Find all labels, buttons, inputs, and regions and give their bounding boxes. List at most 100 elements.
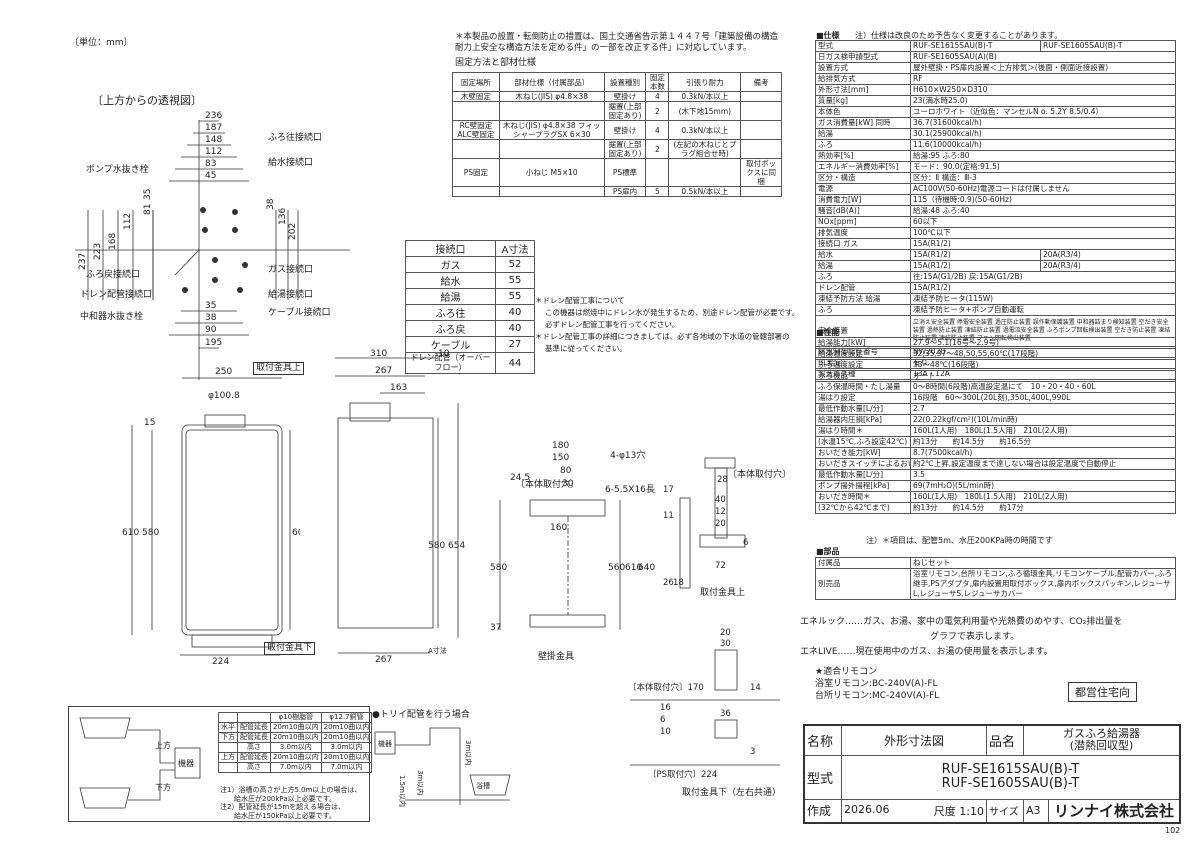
fix-cell: PS扉内	[603, 186, 647, 197]
top-view-dim: 38	[205, 313, 217, 323]
parts-value: ねじセット	[910, 557, 1176, 569]
perf-label: ふろ保温時間・たし湯量	[815, 381, 911, 393]
fix-header: 引張り耐力	[668, 72, 742, 92]
perf-value: オート	[910, 370, 1176, 382]
pipe-notes: 注1）浴槽の高さが上方5.0m以上の場合は、 給水圧が200kPa以上必要です。…	[220, 786, 361, 820]
pipe-label-up: 上方	[155, 740, 171, 750]
ub-dim-26: 26	[663, 578, 674, 588]
spec-value: 15A(R1/2)	[910, 249, 1041, 261]
perf-row: 給湯器内圧損[kPa]22(0.22kgf/cm²)(10L/min時)	[815, 414, 1176, 426]
pipe-cell: 20m10曲以内	[270, 752, 322, 763]
fixing-table: 固定場所部材仕様（付属部品）設置種別固定本数引張り耐力備考木壁固定木ねじ(JIS…	[452, 72, 782, 197]
front-dim-608: 608	[292, 528, 300, 538]
fix-cell	[498, 139, 605, 159]
bracket-dim-580: 580	[490, 563, 507, 573]
spec-value: ユーロホワイト（近似色：マンセルN o. 5.2Y 8.5/0.4）	[910, 106, 1176, 118]
side-dim-267b: 267	[375, 655, 392, 665]
label-water-in: 給水接続口	[268, 158, 314, 168]
side-dim-580: 580	[428, 541, 445, 551]
fix-cell: 0.3kN/本以上	[668, 120, 742, 140]
pipe-note-line: 給水圧が200kPa以上必要です。	[220, 794, 336, 803]
title-block: 名称 外形寸法図 品名 ガスふろ給湯器 (潜熱回収型) 型式 RUF-SE161…	[803, 724, 1181, 824]
bracket-body-hole-label: 〔本体取付穴〕	[516, 480, 580, 490]
fix-cell	[498, 101, 605, 121]
fix-cell: 2	[645, 101, 670, 121]
ub-dim-20: 20	[715, 519, 726, 529]
spec-value: 11.6(10000kcal/h)	[910, 139, 1176, 151]
lb-dim-3: 3	[750, 747, 755, 757]
label-pump-drain: ポンプ水抜き栓	[86, 165, 149, 175]
fix-cell	[452, 139, 500, 159]
spec-value: 15A(R1/2)	[910, 238, 1176, 250]
lb-dim-36: 36	[720, 709, 731, 719]
top-view-dim: 237	[78, 253, 88, 270]
tb-model-line2: RUF-SE1605SAU(B)-T	[941, 776, 1080, 791]
tb-product-label: 品名	[986, 724, 1024, 756]
fix-cell: 0.5kN/本以上	[668, 186, 742, 197]
drain-note-line: この機器は燃焼中にドレン水が発生するため、別途ドレン配管が必要です。	[545, 308, 800, 317]
bracket-dim-24-5: 24.5	[510, 473, 530, 483]
spec-label: NOx[ppm]	[815, 216, 911, 228]
spec-label: 熱効率[%]	[815, 150, 911, 162]
label-bath-return: ふろ戻接続口	[86, 270, 141, 280]
perf-row: ポンプ揚外揚程[kPa]69(7mH₂O)(5L/min時)	[815, 480, 1176, 492]
spec-label: 給湯	[815, 128, 911, 140]
spec-row: 質量[kg]23(満水時25.0)	[815, 95, 1176, 107]
side-dim-a: A寸法	[428, 646, 447, 655]
spec-value-alt: 20A(R3/4)	[1040, 260, 1176, 272]
drain-note-line: ＊ドレン配管工事について	[535, 296, 625, 305]
front-dim-flue: φ100.8	[208, 391, 240, 401]
perf-row: 最低作動水量[L/分]3.5	[815, 469, 1176, 481]
drain-note-line: ＊ドレン配管工事の詳細につきましては、必ず各地域の下水道の管轄部署の	[535, 332, 790, 341]
tb-date-group: 2026.06 尺度 1:10	[841, 798, 987, 824]
spec-value: 115（待機時:0.9)(50-60Hz)	[910, 194, 1176, 206]
fix-cell: 木壁固定	[452, 91, 500, 102]
parts-title: ■部品	[816, 547, 840, 556]
perf-label: 最低作動水量[L/分]	[815, 403, 911, 415]
wall-bracket-label: 壁掛金具	[538, 652, 575, 662]
top-view-dim: 35	[143, 189, 153, 200]
fix-cell	[645, 158, 670, 187]
fix-cell: 5	[645, 186, 670, 197]
spec-label: 型式	[815, 40, 911, 52]
spec-label: 給水	[815, 249, 911, 261]
spec-label: 接続口 ガス	[815, 238, 911, 250]
tb-product-line2: (潜熱回収型)	[1069, 739, 1134, 753]
conn-cell: 52	[495, 256, 535, 273]
pipe-diagram: 上方 下方 機器	[79, 717, 201, 809]
perf-value: 約2℃上昇,設定温度まで達しない場合は設定温度で自動停止	[910, 458, 1176, 470]
tb-scale: 1:10	[959, 804, 984, 818]
spec-value-alt: RUF-SE1605SAU(B)-T	[1040, 40, 1176, 52]
conn-cell: 給水	[405, 272, 496, 289]
trap-dim-1: 3m以内	[416, 770, 425, 795]
spec-value: 23(満水時25.0)	[910, 95, 1176, 107]
pipe-cell: 20m10曲以内	[320, 722, 373, 733]
perf-label: 給湯器内圧損[kPa]	[815, 414, 911, 426]
conn-cell: 55	[495, 272, 535, 289]
perf-value: 160L(1人用) 180L(1.5人用) 210L(2人用)	[910, 425, 1176, 437]
perf-label: 最低作動水量[L/分]	[815, 469, 911, 481]
label-bath-out: ふろ往接続口	[268, 133, 323, 143]
spec-value: 凍結予防ヒータ(115W)	[910, 293, 1176, 305]
lb-title: 取付金具下（左右共通）	[682, 788, 782, 798]
perf-value: 約13分 約14.5分 約17分	[910, 502, 1176, 514]
perf-label: 湯はり時間＊	[815, 425, 911, 437]
fix-cell: 4	[645, 120, 670, 140]
perf-value: 約13分 約14.5分 約16.5分	[910, 436, 1176, 448]
front-view-drawing: 250 φ100.8 15 610 580 608 224	[122, 367, 300, 667]
page-number: 102	[1165, 826, 1181, 835]
spec-note: 注）仕様は改良のため予告なく変更することがあります。	[855, 31, 1063, 40]
pipe-cell: 20m10曲以内	[320, 732, 373, 743]
side-dim-163: 163	[390, 383, 407, 393]
spec-label: 設置方式	[815, 62, 911, 74]
fix-cell: 小ねじ M5×10	[498, 158, 605, 187]
